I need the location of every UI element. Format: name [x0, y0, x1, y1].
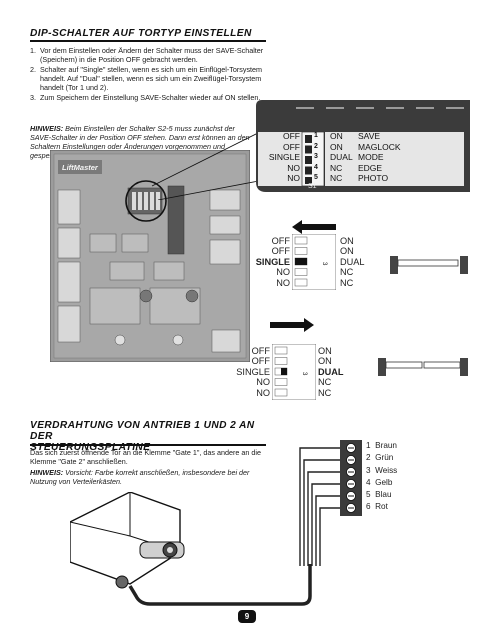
dual-dip-switch: 3 — [272, 344, 316, 400]
terminal-block-diagram — [128, 440, 362, 606]
control-board-illustration: LiftMaster — [50, 150, 250, 362]
note-paragraph-wiring: HINWEIS: Vorsicht: Farbe korrekt anschli… — [30, 468, 266, 486]
section-heading-dip: DIP-SCHALTER AUF TORTYP EINSTELLEN — [30, 28, 252, 39]
gate-operator-illustration — [70, 492, 185, 589]
note-text: Vorsicht: Farbe korrekt anschließen, ins… — [30, 468, 250, 486]
svg-text:3: 3 — [321, 262, 327, 266]
callout-lines — [151, 129, 265, 200]
arrow-left-icon — [292, 220, 336, 234]
heading-rule — [30, 40, 266, 42]
instruction-steps: 1.Vor dem Einstellen oder Ändern der Sch… — [30, 46, 266, 104]
arrow-right-icon — [270, 318, 314, 332]
dual-switch-right-labels: ON ON DUAL NC NC — [318, 346, 344, 398]
single-dip-switch: 3 — [292, 234, 336, 290]
wire-item: 2 Grün — [366, 453, 394, 463]
wire-item: 3 Weiss — [366, 465, 398, 475]
note-label: HINWEIS: — [30, 468, 64, 477]
dip-zoom-background — [256, 100, 470, 192]
wire-item: 4 Gelb — [366, 477, 393, 487]
wire-item: 6 Rot — [366, 502, 388, 512]
step-item: 3.Zum Speichern der Einstellung SAVE-Sch… — [30, 93, 261, 103]
wire-item: 5 Blau — [366, 490, 392, 500]
wiring-instructions: Das sich zuerst öffnende Tor an die Klem… — [30, 448, 261, 466]
single-switch-left-labels: OFF OFF SINGLE NO NO — [255, 236, 290, 288]
wire-item: 1 Braun — [366, 441, 397, 450]
heading-rule — [30, 444, 266, 446]
step-item: 2.Schalter auf "Single" stellen, wenn es… — [30, 65, 263, 93]
svg-text:3: 3 — [301, 372, 307, 376]
wire-color-list: 1 Braun 2 Grün 3 Weiss 4 Gelb 5 Blau 6 R… — [366, 440, 446, 514]
brand-logo-text: LiftMaster — [62, 163, 99, 172]
single-switch-right-labels: ON ON DUAL NC NC — [340, 236, 365, 288]
single-gate-icon — [390, 256, 468, 274]
dual-gate-icon — [378, 358, 468, 376]
switch-id-label: S1 — [308, 183, 317, 190]
highlight-circle — [125, 180, 167, 222]
dual-switch-left-labels: OFF OFF SINGLE NO NO — [236, 346, 270, 398]
step-item: 1.Vor dem Einstellen oder Ändern der Sch… — [30, 46, 264, 64]
note-label: HINWEIS: — [30, 124, 64, 133]
section-heading-wiring: VERDRAHTUNG VON ANTRIEB 1 UND 2 AN DER S… — [30, 420, 255, 453]
page-number: 9 — [238, 610, 256, 623]
